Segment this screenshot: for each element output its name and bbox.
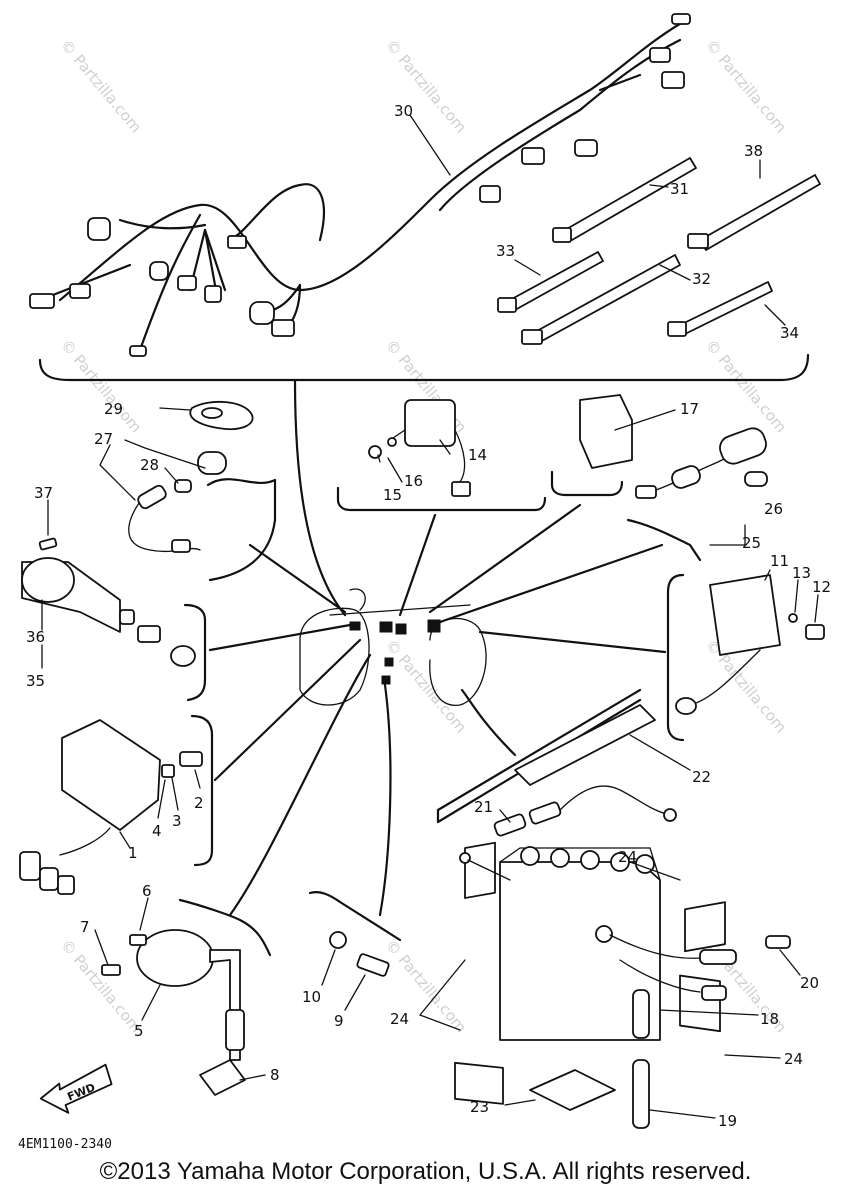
callout-16: 16 (404, 472, 423, 490)
callout-32: 32 (692, 270, 711, 288)
callout-29: 29 (104, 400, 123, 418)
battery-illustration (436, 688, 791, 1129)
callout-24b: 24 (390, 1010, 409, 1028)
callout-24c: 24 (784, 1050, 803, 1068)
callout-9: 9 (334, 1012, 344, 1030)
ignition-coil-5-illustration (101, 898, 272, 1096)
starter-relay-illustration (336, 399, 547, 512)
callout-19: 19 (718, 1112, 737, 1130)
callout-labels: 1 2 3 4 5 6 7 8 9 10 11 12 13 14 15 16 1… (26, 102, 831, 1130)
callout-leaders (41, 114, 819, 1119)
callout-22: 22 (692, 768, 711, 786)
callout-5: 5 (134, 1022, 144, 1040)
cable-ties-illustration (497, 157, 821, 345)
callout-26: 26 (764, 500, 783, 518)
callout-33: 33 (496, 242, 515, 260)
callout-23: 23 (470, 1098, 489, 1116)
regulator-11-illustration (666, 573, 825, 742)
watermark-3: © Partzilla.com (702, 36, 790, 136)
copyright-notice: ©2013 Yamaha Motor Corporation, U.S.A. A… (99, 1158, 752, 1185)
cdi-unit-illustration (19, 714, 214, 895)
callout-25: 25 (742, 534, 761, 552)
frame-center-illustration (299, 588, 487, 706)
coil-25-illustration (626, 427, 768, 562)
switch-36-illustration (21, 537, 207, 702)
watermark-7: © Partzilla.com (382, 636, 470, 736)
callout-6: 6 (142, 882, 152, 900)
callout-30: 30 (394, 102, 413, 120)
callout-7: 7 (80, 918, 90, 936)
watermark-6: © Partzilla.com (702, 336, 790, 436)
callout-18: 18 (760, 1010, 779, 1028)
harness-group-bracket (38, 353, 810, 382)
callout-35: 35 (26, 672, 45, 690)
sensor-27-illustration (128, 451, 277, 582)
callout-3: 3 (172, 812, 182, 830)
callout-27: 27 (94, 430, 113, 448)
callout-14: 14 (468, 446, 487, 464)
relay-17-illustration (550, 394, 633, 497)
watermark-2: © Partzilla.com (382, 36, 470, 136)
callout-21: 21 (474, 798, 493, 816)
forward-arrow-icon: FWD (39, 1063, 113, 1114)
watermark-1: © Partzilla.com (57, 36, 145, 136)
callout-20: 20 (800, 974, 819, 992)
watermark-9: © Partzilla.com (57, 936, 145, 1036)
callout-38: 38 (744, 142, 763, 160)
grommet-29-hole (201, 407, 223, 419)
callout-10: 10 (302, 988, 321, 1006)
leader-lines (208, 378, 667, 917)
callout-31: 31 (670, 180, 689, 198)
callout-4: 4 (152, 822, 162, 840)
callout-24a: 24 (618, 848, 637, 866)
sensor-9-illustration (308, 891, 402, 977)
callout-12: 12 (812, 578, 831, 596)
callout-37: 37 (34, 484, 53, 502)
callout-1: 1 (128, 844, 138, 862)
drawing-code: 4EM1100-2340 (18, 1137, 112, 1152)
callout-2: 2 (194, 794, 204, 812)
wire-harness-illustration (29, 13, 692, 357)
callout-8: 8 (270, 1066, 280, 1084)
callout-28: 28 (140, 456, 159, 474)
callout-15: 15 (383, 486, 402, 504)
callout-13: 13 (792, 564, 811, 582)
callout-11: 11 (770, 552, 789, 570)
callout-34: 34 (780, 324, 799, 342)
callout-36: 36 (26, 628, 45, 646)
callout-17: 17 (680, 400, 699, 418)
